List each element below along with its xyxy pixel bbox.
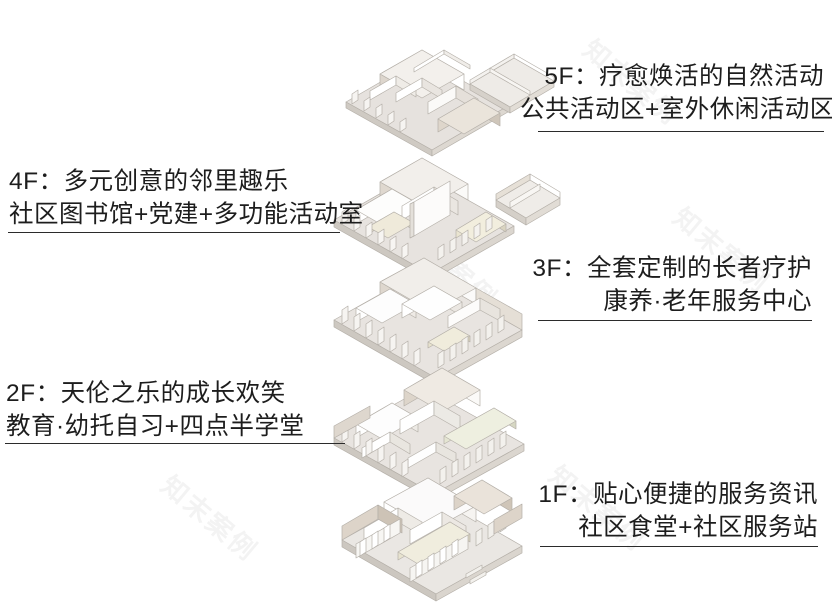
floor-label-1f: 1F：贴心便捷的服务资讯 社区食堂+社区服务站 xyxy=(520,478,818,544)
floor-label-5f: 5F：疗愈焕活的自然活动 公共活动区+室外休闲活动区 xyxy=(520,60,832,126)
floor-label-4f-line1: 4F：多元创意的邻里趣乐 xyxy=(9,168,289,195)
floor-label-3f: 3F：全套定制的长者疗护 康养·老年服务中心 xyxy=(520,252,812,318)
floor-label-2f: 2F：天伦之乐的成长欢笑 教育·幼托自习+四点半学堂 xyxy=(6,377,350,443)
watermark: 知末案例 xyxy=(155,469,264,568)
floor-label-5f-line2: 公共活动区+室外休闲活动区 xyxy=(520,96,832,123)
floor-label-2f-line1: 2F：天伦之乐的成长欢笑 xyxy=(6,380,286,407)
floor-label-1f-line1: 1F：贴心便捷的服务资讯 xyxy=(538,481,818,508)
floor-label-5f-line1: 5F：疗愈焕活的自然活动 xyxy=(544,63,824,90)
floor-label-2f-line2: 教育·幼托自习+四点半学堂 xyxy=(6,413,305,440)
floor-label-1f-rule xyxy=(540,546,818,547)
floor-model-3f xyxy=(316,248,554,386)
floor-label-1f-line2: 社区食堂+社区服务站 xyxy=(578,514,818,541)
floor-label-3f-line2: 康养·老年服务中心 xyxy=(603,288,812,315)
floor-label-4f-line2: 社区图书馆+党建+多功能活动室 xyxy=(9,201,364,228)
floor-label-3f-line1: 3F：全套定制的长者疗护 xyxy=(532,255,812,282)
floor-label-5f-rule xyxy=(538,131,824,132)
floor-label-4f-rule xyxy=(8,232,340,233)
floor-label-4f: 4F：多元创意的邻里趣乐 社区图书馆+党建+多功能活动室 xyxy=(9,165,364,231)
watermark: 知末案例 xyxy=(395,217,504,316)
floor-label-3f-rule xyxy=(538,320,812,321)
floor-label-2f-rule xyxy=(5,443,345,444)
